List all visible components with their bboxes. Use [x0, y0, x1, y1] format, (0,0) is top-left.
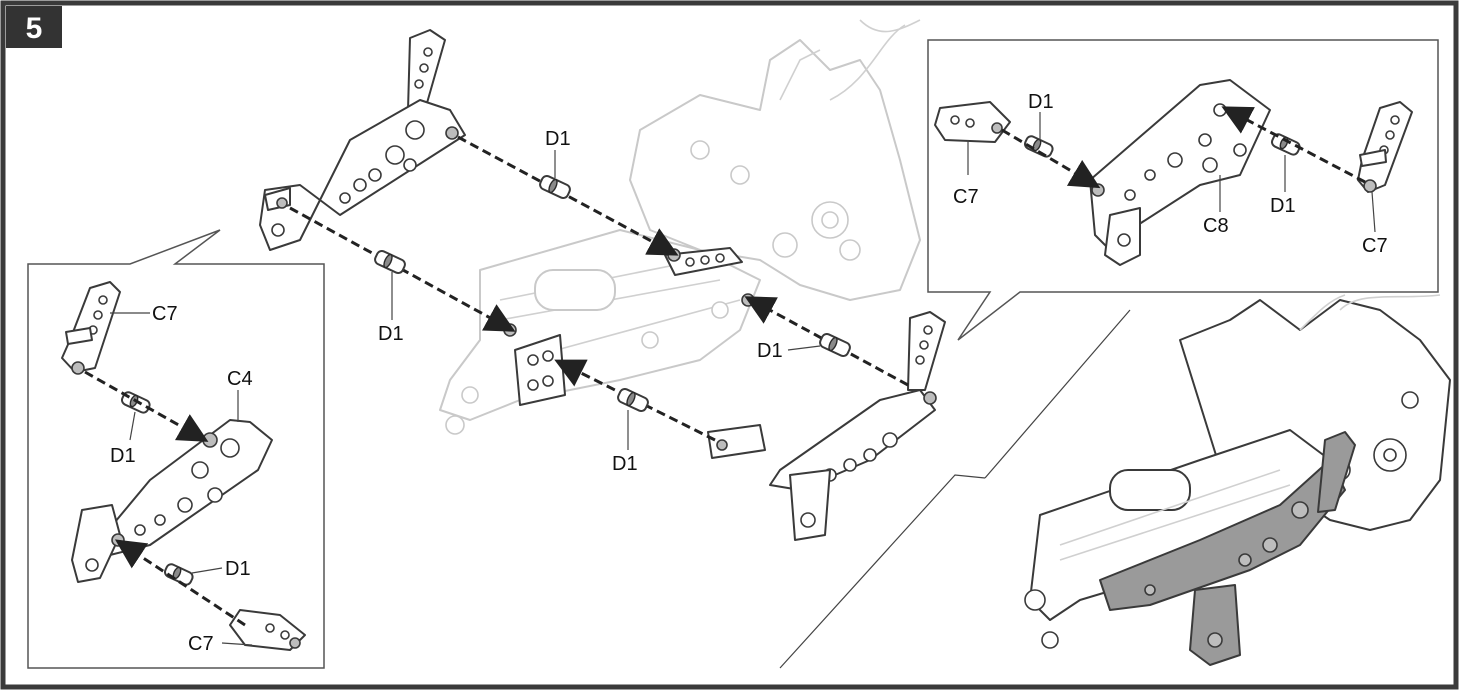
- label-right-c7-left: C7: [953, 186, 979, 208]
- label-left-c7-top: C7: [152, 303, 178, 325]
- label-d1-right: D1: [757, 340, 783, 362]
- label-d1-top: D1: [545, 128, 571, 150]
- pin-d1-right: [819, 332, 851, 358]
- step-number: 5: [26, 12, 43, 45]
- label-right-d1-right: D1: [1270, 195, 1296, 217]
- label-left-d1-bottom: D1: [225, 558, 251, 580]
- label-right-c8: C8: [1203, 215, 1229, 237]
- pin-d1-left: [374, 249, 406, 275]
- pin-d1-bottom: [617, 387, 649, 413]
- label-left-c7-bottom: C7: [188, 633, 214, 655]
- label-d1-bottom: D1: [612, 453, 638, 475]
- pin-d1-top: [539, 174, 571, 200]
- lower-right-linkage: [707, 311, 946, 541]
- label-right-d1-left: D1: [1028, 91, 1054, 113]
- upper-left-linkage: [259, 29, 466, 251]
- assembled-view: [1024, 294, 1451, 666]
- label-right-c7-right: C7: [1362, 235, 1388, 257]
- step-badge: 5: [6, 6, 62, 48]
- ghost-chassis: [439, 19, 921, 435]
- label-left-d1-top: D1: [110, 445, 136, 467]
- right-inset-panel: D1 C7 C8 D1 C7: [927, 39, 1439, 341]
- label-left-c4: C4: [227, 368, 253, 390]
- right-pin-left: [1023, 135, 1054, 158]
- label-d1-left: D1: [378, 323, 404, 345]
- left-inset-panel: C7 C4 D1 D1 C7: [27, 229, 325, 669]
